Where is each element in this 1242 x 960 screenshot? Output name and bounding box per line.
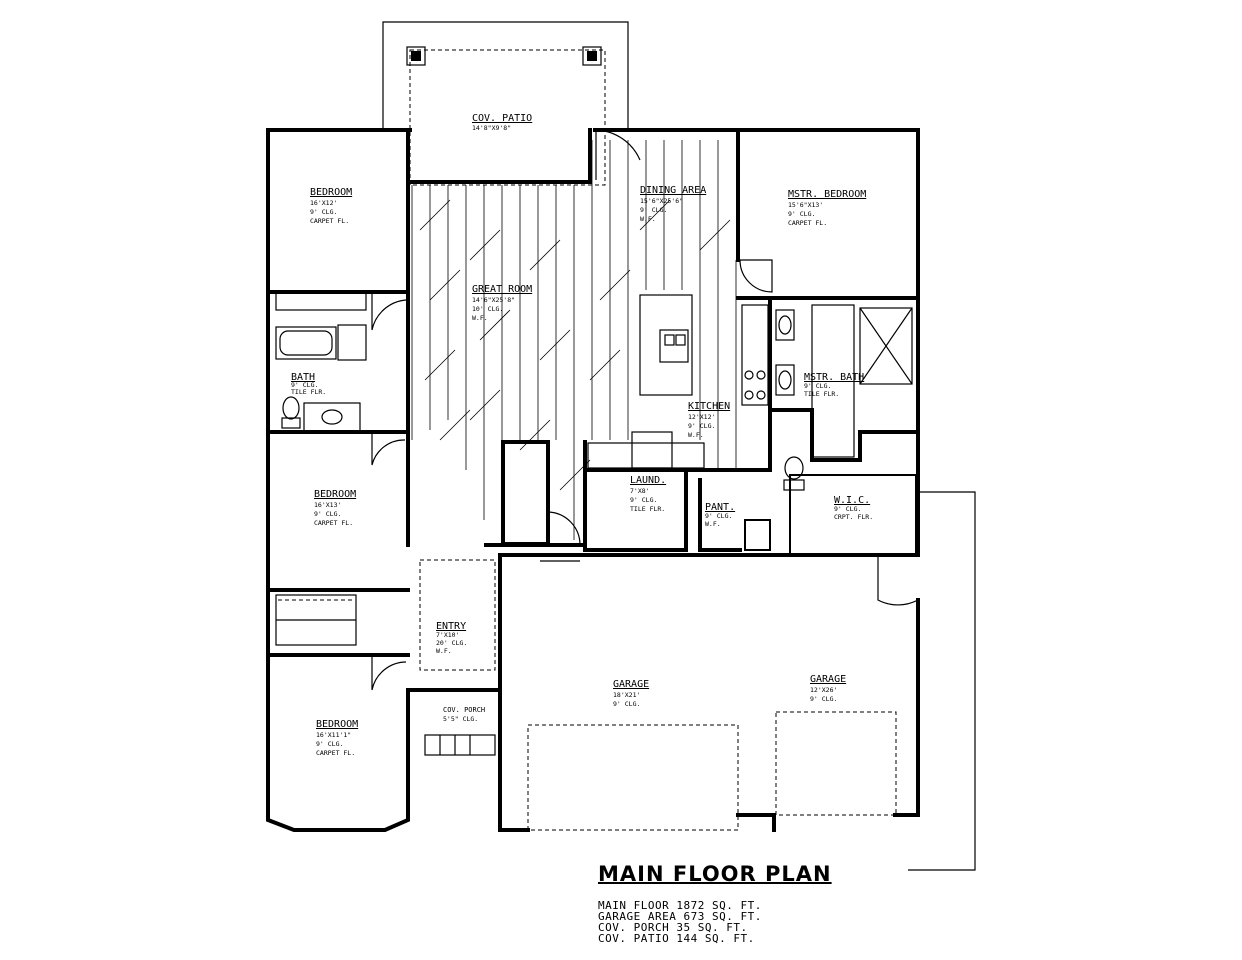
room-dims: 16'X12' (310, 199, 337, 207)
room-name: ENTRY (436, 621, 466, 632)
cov-patio-area: COV. PATIO 144 SQ. FT. (598, 932, 755, 945)
room-floor: W.F. (472, 314, 488, 322)
room-name: COV. PATIO (472, 113, 532, 124)
room-name: KITCHEN (688, 401, 730, 412)
room-name: COV. PORCH (443, 706, 485, 714)
room-ceiling: 9' CLG. (613, 700, 640, 708)
room-ceiling: 10' CLG. (472, 305, 503, 313)
plan-title: MAIN FLOOR PLAN (598, 862, 832, 886)
room-floor: W.F. (688, 431, 704, 439)
room-dims: 16'X11'1" (316, 731, 351, 739)
room-ceiling: 9' CLG. (705, 512, 732, 520)
room-garage-1: GARAGE 18'X21' 9' CLG. (613, 679, 649, 708)
room-floor: TILE FLR. (291, 388, 326, 396)
room-laund: LAUND. 7'X8' 9' CLG. TILE FLR. (630, 475, 666, 513)
bath-fixtures (275, 304, 913, 491)
room-ceiling: 9' CLG. (314, 510, 341, 518)
room-floor: TILE FLR. (630, 505, 665, 513)
room-ceiling: 9' CLG. (291, 381, 318, 389)
room-floor: CARPET FL. (788, 219, 827, 227)
room-entry: ENTRY 7'X10' 20' CLG. W.F. (436, 621, 467, 655)
room-ceiling: 9' CLG. (310, 208, 337, 216)
room-wic: W.I.C. 9' CLG. CRPT. FLR. (834, 495, 873, 521)
room-name: GREAT ROOM (472, 284, 532, 295)
room-floor: CARPET FL. (316, 749, 355, 757)
room-great-room: GREAT ROOM 14'6"X25'8" 10' CLG. W.F. (472, 284, 532, 322)
room-name: GARAGE (613, 679, 649, 690)
room-ceiling: 9' CLG. (688, 422, 715, 430)
closets (275, 291, 367, 646)
room-ceiling: 9' CLG. (834, 505, 861, 513)
room-name: BEDROOM (310, 187, 352, 198)
room-bath: BATH 9' CLG. TILE FLR. (291, 372, 326, 396)
room-ceiling: 9' CLG. (810, 695, 837, 703)
room-dims: 14'6"X25'8" (472, 296, 515, 304)
room-kitchen: KITCHEN 12'X12' 9' CLG. W.F. (688, 401, 730, 439)
room-ceiling: 9' CLG. (316, 740, 343, 748)
room-bedroom-2: BEDROOM 16'X13' 9' CLG. CARPET FL. (314, 489, 356, 527)
room-name: LAUND. (630, 475, 666, 486)
room-bedroom-3: BEDROOM 16'X11'1" 9' CLG. CARPET FL. (316, 719, 358, 757)
wood-floor-hatching (411, 140, 737, 540)
room-pant: PANT. 9' CLG. W.F. (705, 502, 735, 528)
room-mstr-bath: MSTR. BATH 9' CLG. TILE FLR. (804, 372, 864, 398)
room-dining-area: DINING AREA 15'6"X25'6" 9' CLG. W.F. (640, 185, 706, 223)
room-dims: 7'X10' (436, 631, 459, 639)
title-block: MAIN FLOOR PLAN MAIN FLOOR 1872 SQ. FT. … (598, 862, 832, 944)
room-floor: W.F. (640, 215, 656, 223)
room-name: MSTR. BATH (804, 372, 864, 383)
room-cov-porch: COV. PORCH 5'5" CLG. (443, 706, 485, 723)
room-floor: CARPET FL. (314, 519, 353, 527)
room-name: W.I.C. (834, 495, 870, 506)
room-dims: 7'X8' (630, 487, 650, 495)
room-ceiling: 5'5" CLG. (443, 715, 478, 723)
room-dims: 16'X13' (314, 501, 341, 509)
entry-porch-garage-details (419, 491, 976, 871)
cov-patio-structure (382, 21, 629, 186)
room-dims: 12'X12' (688, 413, 715, 421)
room-floor: W.F. (705, 520, 721, 528)
room-ceiling: 9' CLG. (640, 206, 667, 214)
room-ceiling: 9' CLG. (788, 210, 815, 218)
room-dims: 15'6"X25'6" (640, 197, 683, 205)
main-floor-area: MAIN FLOOR 1872 SQ. FT. (598, 899, 762, 912)
kitchen-fixtures (587, 294, 769, 469)
room-bedroom-1: BEDROOM 16'X12' 9' CLG. CARPET FL. (310, 187, 352, 225)
room-name: BATH (291, 372, 315, 383)
garage-area: GARAGE AREA 673 SQ. FT. (598, 910, 762, 923)
room-mstr-bedroom: MSTR. BEDROOM 15'6"X13' 9' CLG. CARPET F… (788, 189, 866, 227)
room-floor: W.F. (436, 647, 452, 655)
room-name: GARAGE (810, 674, 846, 685)
room-dims: 15'6"X13' (788, 201, 823, 209)
room-name: BEDROOM (314, 489, 356, 500)
room-name: BEDROOM (316, 719, 358, 730)
cov-porch-area: COV. PORCH 35 SQ. FT. (598, 921, 748, 934)
room-cov-patio: COV. PATIO 14'8"X9'8" (472, 113, 532, 132)
room-ceiling: 20' CLG. (436, 639, 467, 647)
room-ceiling: 9' CLG. (630, 496, 657, 504)
room-dims: 12'X26' (810, 686, 837, 694)
room-floor: CRPT. FLR. (834, 513, 873, 521)
doors (371, 129, 919, 691)
room-ceiling: 9' CLG. (804, 382, 831, 390)
room-floor: TILE FLR. (804, 390, 839, 398)
room-dims: 14'8"X9'8" (472, 124, 511, 132)
room-dims: 18'X21' (613, 691, 640, 699)
room-name: DINING AREA (640, 185, 706, 196)
room-name: MSTR. BEDROOM (788, 189, 866, 200)
room-floor: CARPET FL. (310, 217, 349, 225)
room-name: PANT. (705, 502, 735, 513)
room-garage-2: GARAGE 12'X26' 9' CLG. (810, 674, 846, 703)
